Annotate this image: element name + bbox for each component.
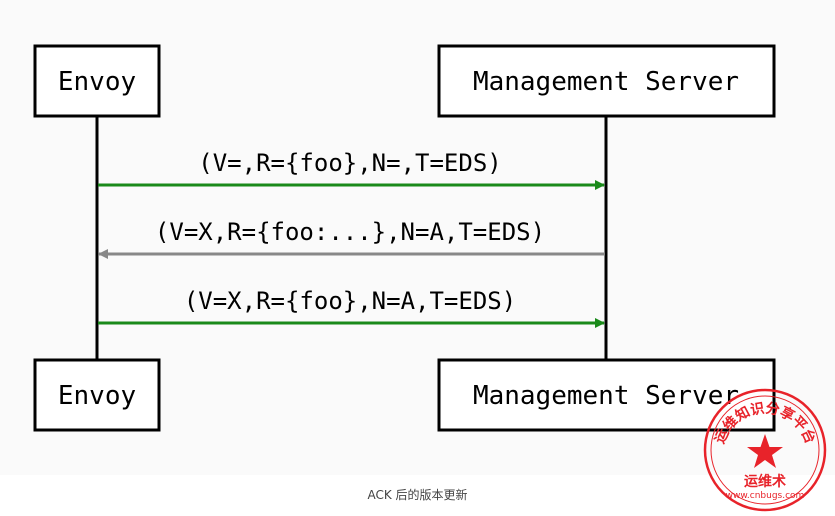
sequence-diagram: Envoy Management Server (V=,R={foo},N=,T… — [33, 44, 776, 432]
server-box-top: Management Server — [437, 44, 776, 118]
message-1-label: (V=,R={foo},N=,T=EDS) — [198, 149, 501, 177]
watermark-seal-icon: 运维知识分享平台 运维术 www.cnbugs.com — [703, 388, 827, 512]
message-3-label: (V=X,R={foo},N=A,T=EDS) — [184, 287, 516, 315]
message-2-label: (V=X,R={foo:...},N=A,T=EDS) — [155, 218, 545, 246]
envoy-label-top: Envoy — [58, 67, 136, 97]
message-1: (V=,R={foo},N=,T=EDS) — [98, 149, 605, 190]
server-label-bottom: Management Server — [473, 381, 739, 411]
seal-star-icon — [747, 434, 783, 468]
figure-caption: ACK 后的版本更新 — [367, 488, 468, 502]
server-box-bottom: Management Server — [437, 358, 776, 432]
server-label-top: Management Server — [473, 67, 739, 97]
envoy-label-bottom: Envoy — [58, 381, 136, 411]
diagram-stage: Envoy Management Server (V=,R={foo},N=,T… — [33, 44, 776, 432]
message-3: (V=X,R={foo},N=A,T=EDS) — [98, 287, 605, 328]
seal-url: www.cnbugs.com — [726, 491, 805, 501]
message-2: (V=X,R={foo:...},N=A,T=EDS) — [98, 218, 605, 259]
envoy-box-bottom: Envoy — [33, 358, 161, 432]
envoy-box-top: Envoy — [33, 44, 161, 118]
seal-center-text: 运维术 — [744, 473, 786, 490]
